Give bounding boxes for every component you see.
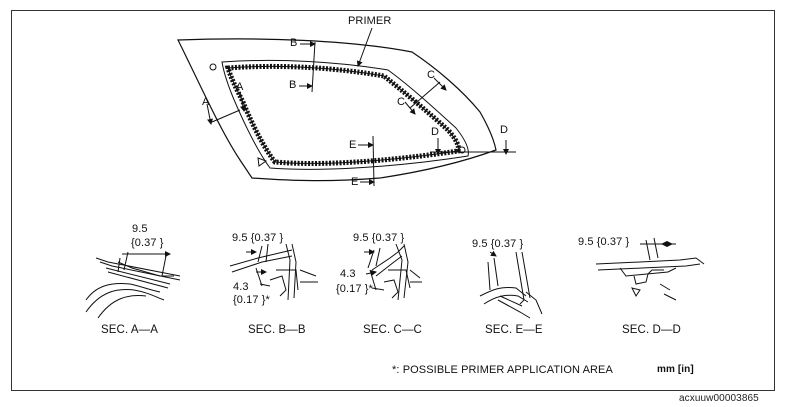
primer-leader [356,27,373,67]
section-c-dim2-mm: 4.3 [340,268,356,280]
section-c-c-drawing [367,243,422,301]
section-c-caption: SEC. C—C [363,324,422,336]
figure-code: acxuuw00003865 [679,393,759,404]
section-e-caption: SEC. E—E [485,324,543,336]
primer-label: PRIMER [348,15,392,27]
section-a-label-right: A [236,81,244,93]
section-c-dim1: 9.5 {0.37 } [353,232,405,244]
section-c-label-bottom: C [397,96,406,108]
section-c-label-top: C [427,69,436,81]
glass-outline [177,38,497,182]
section-d-d-drawing [595,237,705,301]
section-d-label-left: D [431,126,440,138]
section-b-dim2-mm: 4.3 [233,281,249,293]
section-e-dim1: 9.5 {0.37 } [472,238,524,250]
primer-bead [224,63,461,166]
section-b-label-top: B [290,37,298,49]
section-b-label-bottom: B [289,79,297,91]
section-e-label-bottom: E [351,176,359,188]
section-a-a-drawing [85,251,181,319]
units-label: mm [in] [657,364,694,375]
section-a-caption: SEC. A—A [101,324,159,336]
section-e-label-top: E [349,139,357,151]
section-b-b-drawing [229,243,318,301]
section-a-dim-inch: {0.37 } [131,237,164,249]
section-d-caption: SEC. D—D [622,324,681,336]
footnote: *: POSSIBLE PRIMER APPLICATION AREA [392,364,613,376]
mount-hole [209,63,217,71]
section-b-caption: SEC. B—B [248,324,306,336]
section-d-label-right: D [500,124,509,136]
corner-mark [257,157,268,167]
section-b-dim1: 9.5 {0.37 } [232,232,284,244]
section-a-label-left: A [202,96,210,108]
section-b-dim2-inch: {0.17 }* [233,294,270,306]
section-e-e-drawing [479,251,543,319]
corner-dot [458,146,466,154]
section-d-dim1: 9.5 {0.37 } [578,236,630,248]
ceramic-band [221,59,469,170]
figure-frame [11,10,775,391]
section-c-dim2-inch: {0.17 }* [336,283,373,295]
section-a-dim-mm: 9.5 [132,223,148,235]
